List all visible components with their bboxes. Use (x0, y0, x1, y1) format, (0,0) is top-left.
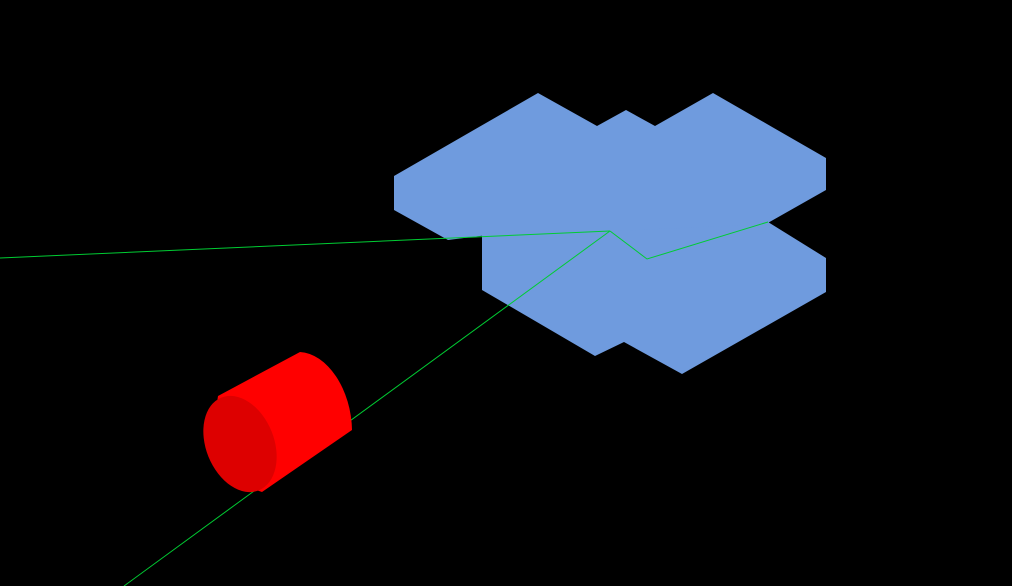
beam-reflection-path (609, 221, 769, 260)
beam-incoming-line (0, 230, 611, 259)
crystal-lower-block[interactable] (482, 222, 826, 374)
cylinder-source[interactable] (190, 352, 352, 503)
cylinder-end-face (203, 395, 277, 493)
crystal-upper-block[interactable] (394, 93, 826, 240)
beam-through-source-line (123, 230, 611, 586)
